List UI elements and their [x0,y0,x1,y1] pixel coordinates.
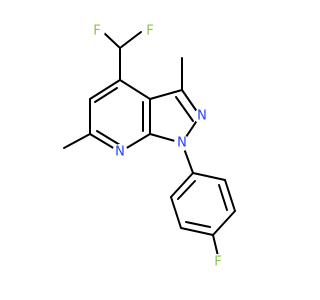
bond-c4-c5 [89,79,121,100]
atom-n7-label: N [115,145,125,160]
bond-cf2-f1 [102,31,121,49]
bond-ar2-ar3 [170,196,182,229]
bond-c6-n7-double [96,130,121,146]
bond-ar5-ar6 [224,179,236,212]
bond-c3a-c3 [149,89,183,100]
atom-f2: F [142,23,158,39]
atom-n2: N [194,108,210,124]
bond-c3a-c4 [119,79,151,100]
bond-cf2-f2 [119,31,142,49]
bond-ar4-f3 [212,234,219,257]
bond-ar4-ar5 [212,210,236,236]
atom-n7: N [112,144,128,160]
atom-f2-label: F [146,24,153,39]
atom-f1-label: F [93,24,100,39]
atom-f1: F [89,23,105,39]
bond-c4-c5-double [94,87,118,103]
bond-ar1-ar2-double [177,180,196,200]
atom-n1: N [174,135,190,151]
bond-ar3-ar4 [180,227,214,236]
atom-f3: F [210,254,226,270]
bond-ar6-ar1 [192,172,226,181]
atom-n1-label: N [177,136,187,151]
bond-ar5-ar6-double [218,184,228,211]
bond-ar1-ar2 [170,172,194,198]
bond-ar3-ar4-double [185,221,211,228]
bond-c6-methyl [63,133,91,149]
atom-n2-label: N [197,109,207,124]
atom-f3-label: F [214,255,221,270]
bond-c3-n2-double [175,96,194,122]
molecule-structure: F F N N N F [63,23,236,270]
